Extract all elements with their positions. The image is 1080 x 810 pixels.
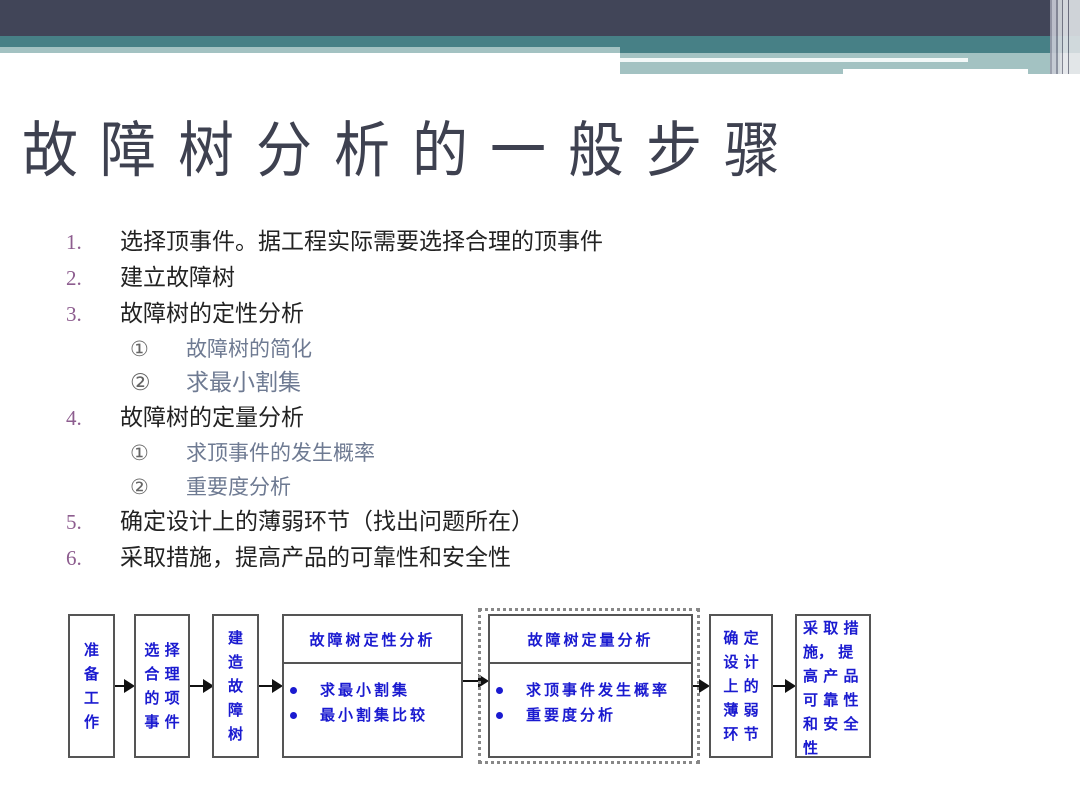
header-vertical-stripes (1050, 0, 1080, 74)
flow-text: 确 定 (723, 629, 759, 647)
step-text: 选择顶事件。据工程实际需要选择合理的顶事件 (120, 229, 603, 254)
header-dark-bar (0, 0, 1080, 36)
step-text: 故障树的定性分析 (120, 301, 304, 326)
sub-step-number: ② (130, 370, 151, 395)
flow-text: 造 (227, 653, 243, 671)
flow-text: 备 (83, 665, 99, 683)
sub-step-text: 求最小割集 (186, 370, 301, 395)
flow-arrow (463, 674, 489, 688)
step-text: 建立故障树 (120, 265, 235, 290)
flow-text: 工 (83, 689, 99, 707)
flow-text: 的 项 (144, 689, 180, 707)
flow-bullet-item: 求顶事件发生概率 (490, 678, 691, 703)
flow-box-select-top-event: 选 择 合 理 的 项 事 件 (134, 614, 190, 758)
flow-text: 选 择 (144, 641, 180, 659)
flow-box-quantitative-analysis: 故障树定量分析 求顶事件发生概率 重要度分析 (488, 614, 693, 758)
step-text: 确定设计上的薄弱环节（找出问题所在） (120, 509, 534, 534)
flow-text: 高 产 品 (803, 667, 859, 685)
sub-step-text: 求顶事件的发生概率 (186, 441, 375, 465)
flow-box-take-measures: 采 取 措 施， 提 高 产 品 可 靠 性 和 安 全 性 (795, 614, 871, 758)
bullet-icon (290, 687, 297, 694)
sub-step-number: ① (130, 337, 149, 361)
slide-title: 故障树分析的一般步骤 (22, 116, 802, 187)
flow-text: 性 (803, 739, 819, 757)
step-number: 1. (66, 230, 82, 254)
flow-bullet-text: 最小割集比较 (320, 706, 429, 724)
flow-text: 上 的 (723, 677, 759, 695)
flow-box-build-tree: 建 造 故 障 树 (212, 614, 259, 758)
step-number: 3. (66, 302, 82, 326)
flow-box-qualitative-analysis: 故障树定性分析 求最小割集 最小割集比较 (282, 614, 463, 758)
step-text: 故障树的定量分析 (120, 405, 304, 430)
flow-text: 环 节 (723, 725, 759, 743)
flow-text: 作 (83, 713, 99, 731)
flow-bullet-item: 最小割集比较 (284, 703, 461, 728)
header-white-line (620, 58, 968, 62)
flow-box-weak-links: 确 定 设 计 上 的 薄 弱 环 节 (709, 614, 773, 758)
step-number: 4. (66, 406, 82, 430)
flow-bullet-text: 求顶事件发生概率 (526, 681, 671, 699)
flow-text: 建 (227, 629, 243, 647)
bullet-icon (496, 687, 503, 694)
step-number: 5. (66, 510, 82, 534)
flow-text: 薄 弱 (723, 701, 759, 719)
flow-bullet-text: 重要度分析 (526, 706, 617, 724)
flow-text: 树 (227, 725, 243, 743)
flow-box-header: 故障树定性分析 (284, 616, 461, 664)
flow-box-prepare: 准 备 工 作 (68, 614, 115, 758)
step-number: 6. (66, 546, 82, 570)
flow-arrow (259, 679, 283, 693)
flow-text: 和 安 全 (803, 715, 859, 733)
header-accent-stripe (0, 47, 620, 53)
sub-step-text: 故障树的简化 (186, 337, 312, 361)
flow-text: 故 (227, 677, 243, 695)
flow-arrow (190, 679, 214, 693)
flow-text: 采 取 措 (803, 619, 859, 637)
flow-arrow (693, 679, 710, 693)
sub-step-text: 重要度分析 (186, 475, 291, 499)
flow-text: 事 件 (144, 713, 180, 731)
flow-text: 准 (83, 641, 99, 659)
sub-step-number: ② (130, 475, 149, 499)
flow-bullet-item: 求最小割集 (284, 678, 461, 703)
flow-arrow (115, 679, 135, 693)
flow-text: 施， 提 (803, 643, 854, 661)
header-white-notch (843, 69, 1028, 75)
flow-bullet-item: 重要度分析 (490, 703, 691, 728)
flow-text: 设 计 (723, 653, 759, 671)
sub-step-number: ① (130, 441, 149, 465)
flow-box-header: 故障树定量分析 (490, 616, 691, 664)
step-text: 采取措施，提高产品的可靠性和安全性 (120, 545, 511, 570)
flow-text: 合 理 (144, 665, 180, 683)
flow-text: 障 (227, 701, 243, 719)
flow-text: 可 靠 性 (803, 691, 859, 709)
flow-bullet-text: 求最小割集 (320, 681, 411, 699)
flow-arrow (773, 679, 796, 693)
bullet-icon (290, 712, 297, 719)
bullet-icon (496, 712, 503, 719)
step-number: 2. (66, 266, 82, 290)
